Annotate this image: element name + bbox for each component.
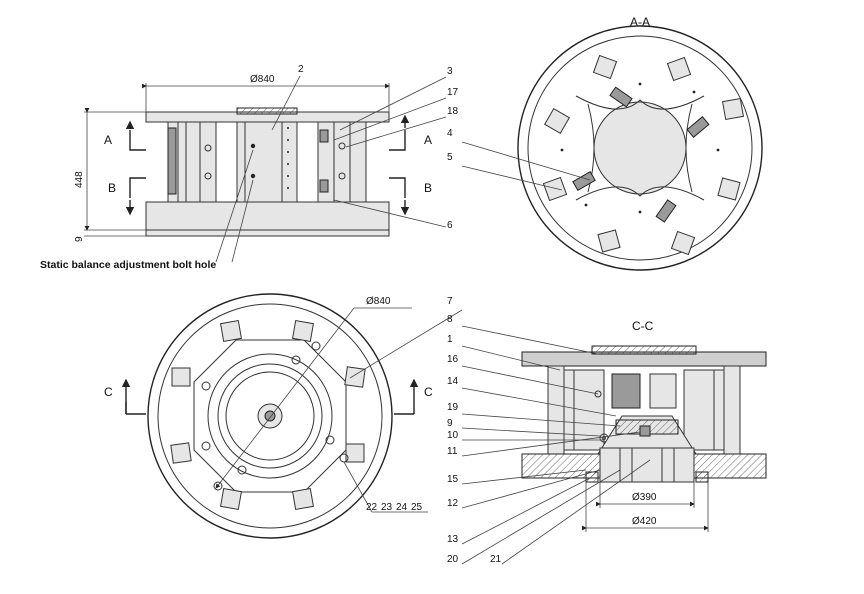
front-section-a-right: A bbox=[424, 133, 432, 147]
section-cc-title: C-C bbox=[632, 319, 654, 333]
aa-center-bore bbox=[593, 101, 687, 195]
front-label-18: 18 bbox=[447, 106, 459, 117]
section-cc-view: C-C Ø390 Ø420 bbox=[349, 296, 767, 565]
plan-label-24: 24 bbox=[396, 502, 408, 513]
front-dim-height: 448 bbox=[74, 171, 85, 188]
plan-section-c-right: C bbox=[424, 385, 433, 399]
cc-label-21: 21 bbox=[490, 554, 502, 565]
front-section-b-left: B bbox=[108, 181, 116, 195]
front-label-6: 6 bbox=[447, 220, 453, 231]
front-dim-diameter: Ø840 bbox=[250, 74, 275, 85]
plan-label-23: 23 bbox=[381, 502, 393, 513]
cc-label-10: 10 bbox=[447, 430, 459, 441]
cc-label-9: 9 bbox=[447, 418, 453, 429]
cc-label-11: 11 bbox=[447, 446, 458, 457]
front-dim-base: 9 bbox=[74, 236, 85, 242]
plan-dim-diameter: Ø840 bbox=[366, 296, 391, 307]
plan-section-c-left: C bbox=[104, 385, 113, 399]
front-label-4: 4 bbox=[447, 128, 453, 139]
plan-label-25: 25 bbox=[411, 502, 423, 513]
section-aa-view: A-A bbox=[461, 15, 763, 271]
front-label-3: 3 bbox=[447, 66, 453, 77]
front-label-5: 5 bbox=[447, 152, 453, 163]
cc-label-13: 13 bbox=[447, 534, 459, 545]
cc-label-20: 20 bbox=[447, 554, 459, 565]
static-balance-note: Static balance adjustment bolt hole bbox=[40, 259, 216, 271]
plan-label-22: 22 bbox=[366, 502, 378, 513]
cc-dim-inner: Ø390 bbox=[632, 492, 657, 503]
front-section-a-left: A bbox=[104, 133, 112, 147]
cc-label-12: 12 bbox=[447, 498, 459, 509]
front-label-2: 2 bbox=[298, 64, 304, 75]
base-plate bbox=[145, 201, 390, 237]
cc-label-8: 8 bbox=[447, 314, 453, 325]
cc-dim-outer: Ø420 bbox=[632, 516, 657, 527]
cc-label-14: 14 bbox=[447, 376, 459, 387]
plan-view: Ø840 C C 22 23 24 25 bbox=[104, 293, 433, 539]
cc-label-15: 15 bbox=[447, 474, 459, 485]
cc-label-16: 16 bbox=[447, 354, 459, 365]
front-view: Ø840 bbox=[40, 64, 459, 271]
front-label-17: 17 bbox=[447, 87, 459, 98]
front-section-b-right: B bbox=[424, 181, 432, 195]
cc-label-7: 7 bbox=[447, 296, 453, 307]
center-core bbox=[236, 121, 298, 203]
cc-label-19: 19 bbox=[447, 402, 459, 413]
cc-label-1: 1 bbox=[447, 334, 453, 345]
